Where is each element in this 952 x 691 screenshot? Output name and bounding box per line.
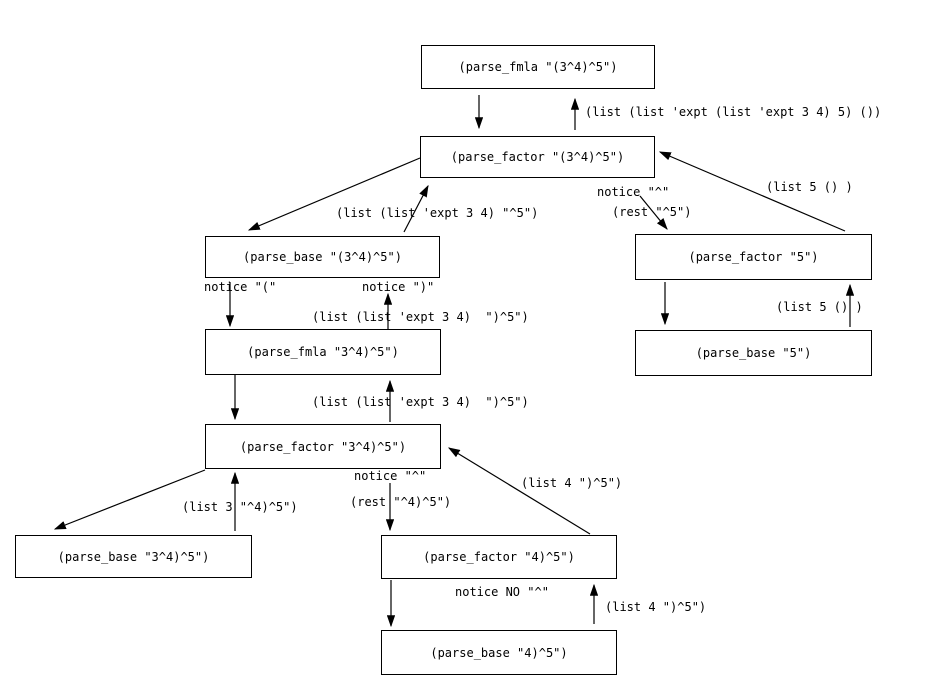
node-label: (parse_fmla "(3^4)^5") [458,60,618,74]
node-parse-fmla-rest: (parse_fmla "3^4)^5") [205,329,441,375]
node-parse-base-rest: (parse_base "3^4)^5") [15,535,252,578]
arrow-factor-whole-to-base-whole [247,157,421,231]
node-label: (parse_base "(3^4)^5") [243,250,402,264]
edge-label-list-expt-close5-lower: (list (list 'expt 3 4) ")^5") [312,395,529,409]
node-parse-fmla-whole: (parse_fmla "(3^4)^5") [421,45,655,89]
node-parse-factor-rest: (parse_factor "3^4)^5") [205,424,441,469]
node-label: (parse_base "3^4)^5") [57,549,210,564]
arrow-factor-5-return [658,151,846,232]
node-parse-base-whole: (parse_base "(3^4)^5") [205,236,440,278]
arrow-factor-4-return [447,447,591,535]
edge-label-notice-caret-left: notice "^" [354,469,427,483]
edge-label-list-4-lower: (list 4 ")^5") [605,600,707,614]
edge-label-rest-caret4: (rest "^4)^5") [350,495,452,509]
node-label: (parse_factor "5") [688,250,819,264]
node-label: (parse_factor "(3^4)^5") [450,150,625,164]
arrow-factor-whole-to-factor-5 [639,195,668,230]
edge-label-notice-open-paren: notice "(" [204,280,277,294]
node-parse-factor-whole: (parse_factor "(3^4)^5") [420,136,655,178]
node-parse-base-4: (parse_base "4)^5") [381,630,617,675]
edge-label-notice-close-paren: notice ")" [362,280,435,294]
node-parse-factor-5: (parse_factor "5") [635,234,872,280]
edge-label-list-expt-34-caret5: (list (list 'expt 3 4) "^5") [336,206,539,220]
edge-label-list-5-lower: (list 5 () ) [776,300,863,314]
node-label: (parse_factor "3^4)^5") [239,439,407,454]
node-label: (parse_base "5") [695,346,812,360]
edge-label-list-3: (list 3 "^4)^5") [182,500,298,514]
edge-label-list-5-upper: (list 5 () ) [766,180,853,194]
node-label: (parse_factor "4)^5") [423,550,575,564]
arrow-factor-rest-to-base-rest [53,469,206,530]
arrow-base-whole-return [403,184,429,233]
edge-label-return-whole: (list (list 'expt (list 'expt 3 4) 5) ()… [585,105,882,119]
edge-label-list-expt-close5-upper: (list (list 'expt 3 4) ")^5") [312,310,529,324]
node-label: (parse_base "4)^5") [430,645,568,660]
edge-label-rest-caret5: (rest "^5") [612,205,692,219]
edge-label-list-4-upper: (list 4 ")^5") [521,476,623,490]
edge-label-notice-no-caret: notice NO "^" [455,585,549,599]
edge-label-notice-caret-right: notice "^" [597,185,670,199]
node-parse-factor-4: (parse_factor "4)^5") [381,535,617,579]
node-label: (parse_fmla "3^4)^5") [247,345,399,359]
node-parse-base-5: (parse_base "5") [635,330,872,376]
